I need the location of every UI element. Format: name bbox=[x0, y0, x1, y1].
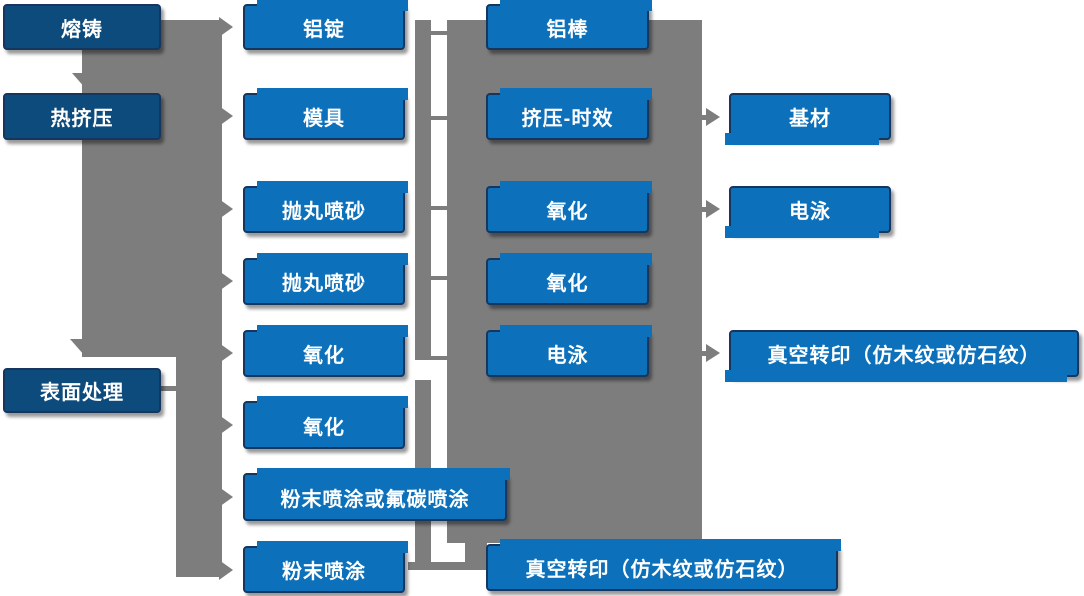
connector-trunk-left-branch bbox=[163, 20, 222, 357]
node-shot-blasting-2: 抛丸喷砂 bbox=[243, 253, 408, 305]
arrow-tail-vacuum-transfer bbox=[698, 351, 708, 356]
node-powder-coating: 粉末喷涂 bbox=[243, 541, 408, 593]
connector-surface-stub bbox=[161, 386, 177, 391]
arrow-right-icon-vacuum-transfer bbox=[706, 344, 720, 362]
node-powder-or-fluorocarbon-coating: 粉末喷涂或氟碳喷涂 bbox=[243, 468, 510, 521]
node-aluminum-rod: 铝棒 bbox=[486, 0, 652, 50]
arrow-down-icon-hot-extrusion bbox=[72, 73, 100, 89]
arrow-tail-base-material bbox=[698, 115, 708, 120]
connector-bottom-corner bbox=[465, 543, 487, 570]
arrow-down-icon-surface-treatment bbox=[70, 339, 98, 355]
connector-middle-band-upper bbox=[415, 20, 431, 360]
node-mold: 模具 bbox=[243, 88, 408, 140]
node-shot-blasting-1: 抛丸喷砂 bbox=[243, 181, 408, 233]
node-vacuum-transfer-2: 真空转印（仿木纹或仿石纹） bbox=[725, 330, 1079, 382]
node-oxidation-4: 氧化 bbox=[486, 253, 652, 305]
node-aluminum-ingot: 铝锭 bbox=[243, 0, 408, 50]
connector-surface-branch bbox=[176, 357, 222, 577]
node-oxidation-1: 氧化 bbox=[243, 325, 408, 377]
node-extrusion-aging: 挤压-时效 bbox=[486, 88, 652, 140]
arrow-right-icon-aluminum-ingot bbox=[219, 17, 233, 37]
connector-row-line-4 bbox=[430, 276, 448, 280]
arrow-tail-electrophoresis bbox=[698, 207, 708, 212]
connector-row-line-2 bbox=[430, 116, 448, 120]
node-oxidation-2: 氧化 bbox=[243, 396, 408, 449]
arrow-right-icon-shot-blasting-2 bbox=[219, 271, 233, 291]
node-electrophoresis-2: 电泳 bbox=[725, 186, 891, 238]
node-electrophoresis-1: 电泳 bbox=[486, 325, 652, 377]
arrow-right-icon-oxidation-1 bbox=[219, 343, 233, 363]
arrow-right-icon-powder-fluorocarbon bbox=[219, 487, 233, 507]
node-hot-extrusion: 热挤压 bbox=[3, 93, 161, 140]
connector-row-line-1 bbox=[430, 31, 448, 35]
connector-row-line-5 bbox=[430, 356, 448, 360]
arrow-right-icon-base-material bbox=[706, 108, 720, 126]
node-surface-treatment: 表面处理 bbox=[3, 368, 161, 413]
arrow-right-icon-powder-coating bbox=[219, 560, 233, 580]
arrow-right-icon-oxidation-2 bbox=[219, 415, 233, 435]
node-melting-casting: 熔铸 bbox=[3, 4, 161, 50]
node-oxidation-3: 氧化 bbox=[486, 181, 652, 233]
arrow-right-icon-electrophoresis bbox=[706, 200, 720, 218]
arrow-right-icon-mold bbox=[219, 106, 233, 126]
node-vacuum-transfer-1: 真空转印（仿木纹或仿石纹） bbox=[486, 539, 841, 591]
connector-bottom-link bbox=[408, 562, 487, 570]
connector-row-line-3 bbox=[430, 206, 448, 210]
connector-trunk-left bbox=[82, 20, 170, 357]
arrow-right-icon-shot-blasting-1 bbox=[219, 199, 233, 219]
node-base-material: 基材 bbox=[725, 93, 891, 145]
